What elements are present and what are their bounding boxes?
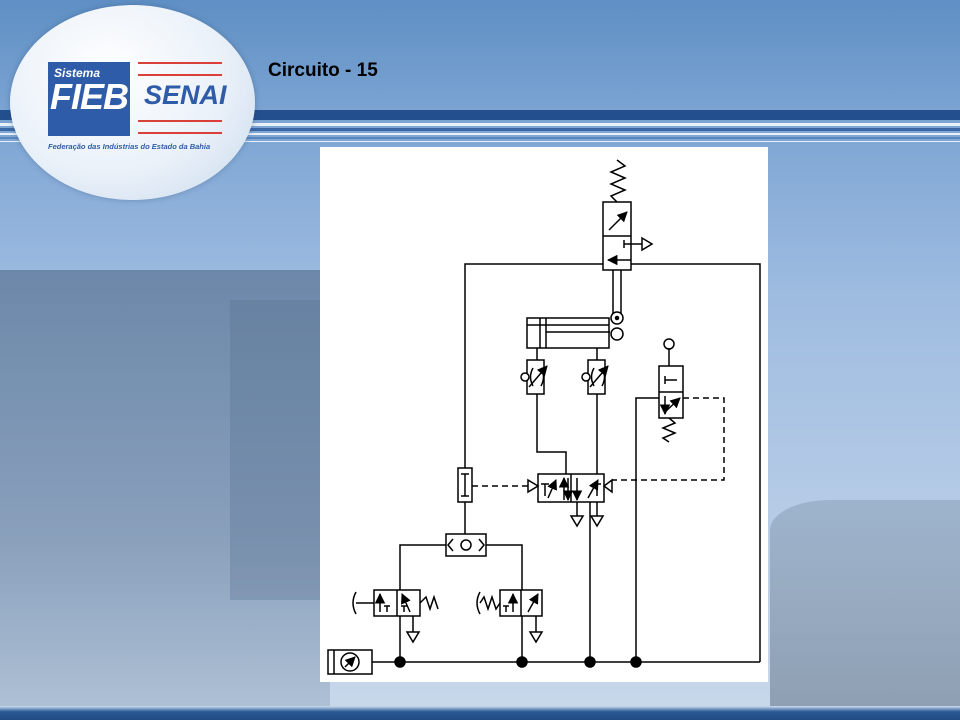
background-trees	[770, 500, 960, 710]
main-valve-5-2	[527, 473, 613, 662]
fieb-logo: Sistema FIEB	[48, 62, 130, 136]
push-button-valve-left	[352, 589, 439, 662]
senai-logo: SENAI	[138, 62, 227, 136]
shuttle-valve	[399, 533, 523, 590]
cylinder-port-lines	[536, 394, 598, 474]
footer-bar	[0, 706, 960, 720]
top-spring	[609, 159, 627, 203]
junction-dots	[394, 656, 642, 668]
logo-sistema-text: Sistema	[54, 66, 101, 80]
roller-trip-link	[610, 270, 624, 325]
logo-fieb-text: FIEB	[50, 76, 129, 117]
header-stripes	[0, 110, 960, 150]
circuit-diagram-panel	[320, 147, 768, 682]
supply-loop-line	[464, 263, 761, 662]
background-building-wing	[230, 300, 330, 600]
air-supply-unit	[327, 649, 760, 675]
double-acting-cylinder	[526, 317, 624, 349]
background-building	[0, 270, 330, 710]
roller-valve-3-2	[612, 338, 725, 662]
top-valve-3-2	[602, 201, 654, 271]
flow-control-left	[520, 348, 548, 395]
pilot-element-vertical	[457, 467, 528, 534]
pneumatic-circuit-diagram	[327, 159, 761, 675]
logo-caption: Federação das Indústrias do Estado da Ba…	[48, 142, 211, 151]
logo-senai-text: SENAI	[144, 80, 227, 110]
slide-title: Circuito - 15	[268, 60, 378, 81]
flow-control-right	[581, 348, 609, 395]
push-button-valve-right	[476, 589, 544, 662]
